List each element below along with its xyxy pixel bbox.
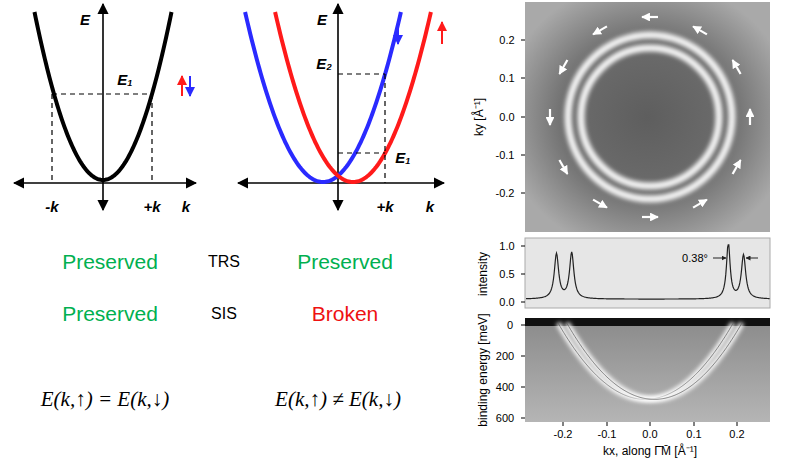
spin-texture-arrow [733,60,741,74]
axis-tick [521,193,525,194]
axis-tick [521,302,525,303]
axis-tick [521,155,525,156]
tick-label: -0.1 [496,149,515,161]
tick-label: 0 [507,319,513,331]
width-arrow [746,258,758,259]
momentum-label: -k [45,199,58,216]
spin-down-arrow [397,22,399,44]
tick-label: 0.1 [499,72,514,84]
tick-label: 0.2 [499,34,514,46]
axis-title: kx, along Γ̄M̄ [Å⁻¹] [603,445,697,458]
axis-tick [737,422,738,426]
axis-tick [521,274,525,275]
energy-label: E₂ [316,56,332,73]
momentum-label: +k [143,199,160,216]
axis-tick [521,246,525,247]
tick-label: -0.1 [598,428,617,440]
spin-texture-arrow [693,26,707,34]
axis-tick [521,78,525,79]
intensity-curve [526,245,770,299]
spin-up-arrow [441,22,443,44]
spin-texture-arrow [733,160,741,174]
width-arrow [713,258,726,259]
momentum-axis [14,182,196,184]
dashed-guide [51,94,52,183]
width-label: 0.38° [682,252,708,264]
axis-tick [521,387,525,388]
spin-texture-arrow [559,160,567,174]
tick-label: 600 [496,412,514,424]
tick-label: 1.0 [499,240,514,252]
spin-texture-arrow [593,200,607,208]
arpes-map [525,2,770,232]
momentum-label: +k [376,199,393,216]
axis-title: binding energy [meV] [477,313,490,426]
axis-tick [607,422,608,426]
tick-label: 400 [496,381,514,393]
status-label: Broken [312,302,379,325]
dashed-guide [52,93,152,94]
equation: E(k,↑) ≠ E(k,↓) [275,388,401,411]
band-fit [567,323,742,399]
axis-label: k [426,199,434,216]
intensity-panel [525,238,770,308]
spin-up-arrow [181,76,183,96]
spin-texture-arrow [549,109,551,125]
axis-tick [650,422,651,426]
dashed-guide [384,74,385,183]
status-label: Preserved [62,302,158,325]
tick-label: -0.2 [496,187,515,199]
degenerate-band [34,12,171,180]
status-label: Preserved [297,250,393,273]
band-intensity [558,323,733,399]
tick-label: 200 [496,350,514,362]
band-fit [558,323,733,399]
spin-texture-arrow [559,60,567,74]
axis-tick [521,117,525,118]
energy-label: E₁ [395,150,410,167]
equation: E(k,↑) = E(k,↓) [41,388,169,411]
status-label: Preserved [62,250,158,273]
axis-title: ky [Å⁻¹] [473,98,486,136]
energy-label: E₁ [117,72,132,89]
spin-texture-arrow [642,216,658,218]
fermi-ring [568,35,732,199]
band-intensity [567,323,742,399]
tick-label: -0.2 [554,428,573,440]
spin-texture-arrow [642,16,658,18]
dashed-guide [151,94,152,183]
axis-label: E [80,12,90,29]
spin-texture-arrow [693,200,707,208]
dashed-guide [338,73,385,74]
spin-down-arrow [189,76,191,96]
spin-up-band [275,12,431,182]
tick-label: 0.5 [499,268,514,280]
axis-label: k [182,199,190,216]
axis-tick [521,40,525,41]
axis-tick [521,325,525,326]
dashed-guide [338,152,385,153]
tick-label: 0.1 [686,428,701,440]
axis-label: E [317,12,327,29]
symmetry-label: TRS [208,253,240,271]
tick-label: 0.0 [499,111,514,123]
spin-texture-arrow [593,26,607,34]
dispersion-map [525,318,770,422]
axis-tick [694,422,695,426]
fermi-ring [581,48,719,186]
axis-tick [521,356,525,357]
tick-label: 0.0 [499,296,514,308]
tick-label: 0.2 [729,428,744,440]
axis-title: intensity [477,252,490,296]
spin-texture-arrow [749,109,751,125]
symmetry-label: SIS [211,305,237,323]
energy-axis [337,4,339,210]
tick-label: 0.0 [642,428,657,440]
momentum-axis [238,182,444,184]
axis-tick [521,418,525,419]
axis-tick [563,422,564,426]
